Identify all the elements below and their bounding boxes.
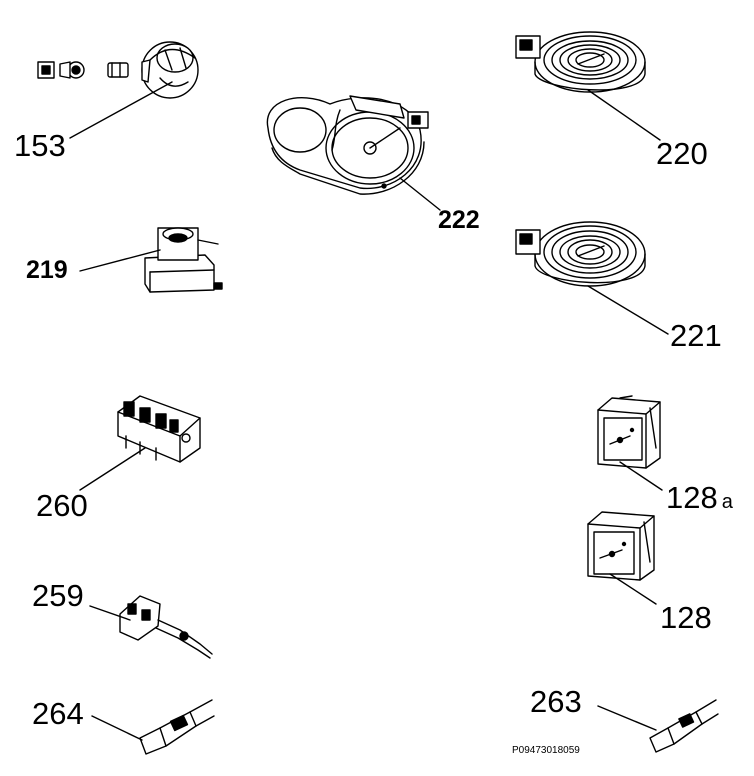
part-label-263: 263 xyxy=(530,684,582,719)
part-label-264: 264 xyxy=(32,696,84,731)
leader-line-219 xyxy=(80,250,160,271)
leader-line-128 xyxy=(610,574,656,604)
leader-line-128a xyxy=(620,462,662,490)
knob-with-switch-icon xyxy=(38,42,198,98)
leader-line-263 xyxy=(598,706,656,730)
regulator-box-icon xyxy=(598,396,660,468)
leader-line-260 xyxy=(80,448,145,490)
part-label-259: 259 xyxy=(32,578,84,613)
dual-oval-heating-element-icon xyxy=(267,96,428,194)
leader-line-259 xyxy=(90,606,130,620)
reference-code: P09473018059 xyxy=(512,745,580,756)
leader-line-153 xyxy=(70,82,172,138)
radiant-heating-element-icon xyxy=(516,32,645,92)
part-label-221: 221 xyxy=(670,318,722,353)
connector-cable-icon xyxy=(120,596,212,658)
regulator-box-icon xyxy=(588,512,654,580)
leader-line-220 xyxy=(588,90,660,140)
part-label-260: 260 xyxy=(36,488,88,523)
connector-terminal-icon xyxy=(140,700,214,754)
connector-terminal-icon xyxy=(650,700,718,752)
part-label-220: 220 xyxy=(656,136,708,171)
part-label-128: 128 xyxy=(660,600,712,635)
leader-line-222 xyxy=(400,178,440,210)
leader-line-221 xyxy=(588,286,668,334)
part-label-222: 222 xyxy=(438,206,480,234)
part-label-153: 153 xyxy=(14,128,66,163)
leader-line-264 xyxy=(92,716,142,740)
part-label-219: 219 xyxy=(26,256,68,284)
selector-switch-icon xyxy=(118,396,200,462)
energy-regulator-icon xyxy=(145,228,222,292)
radiant-heating-element-icon xyxy=(516,222,645,286)
